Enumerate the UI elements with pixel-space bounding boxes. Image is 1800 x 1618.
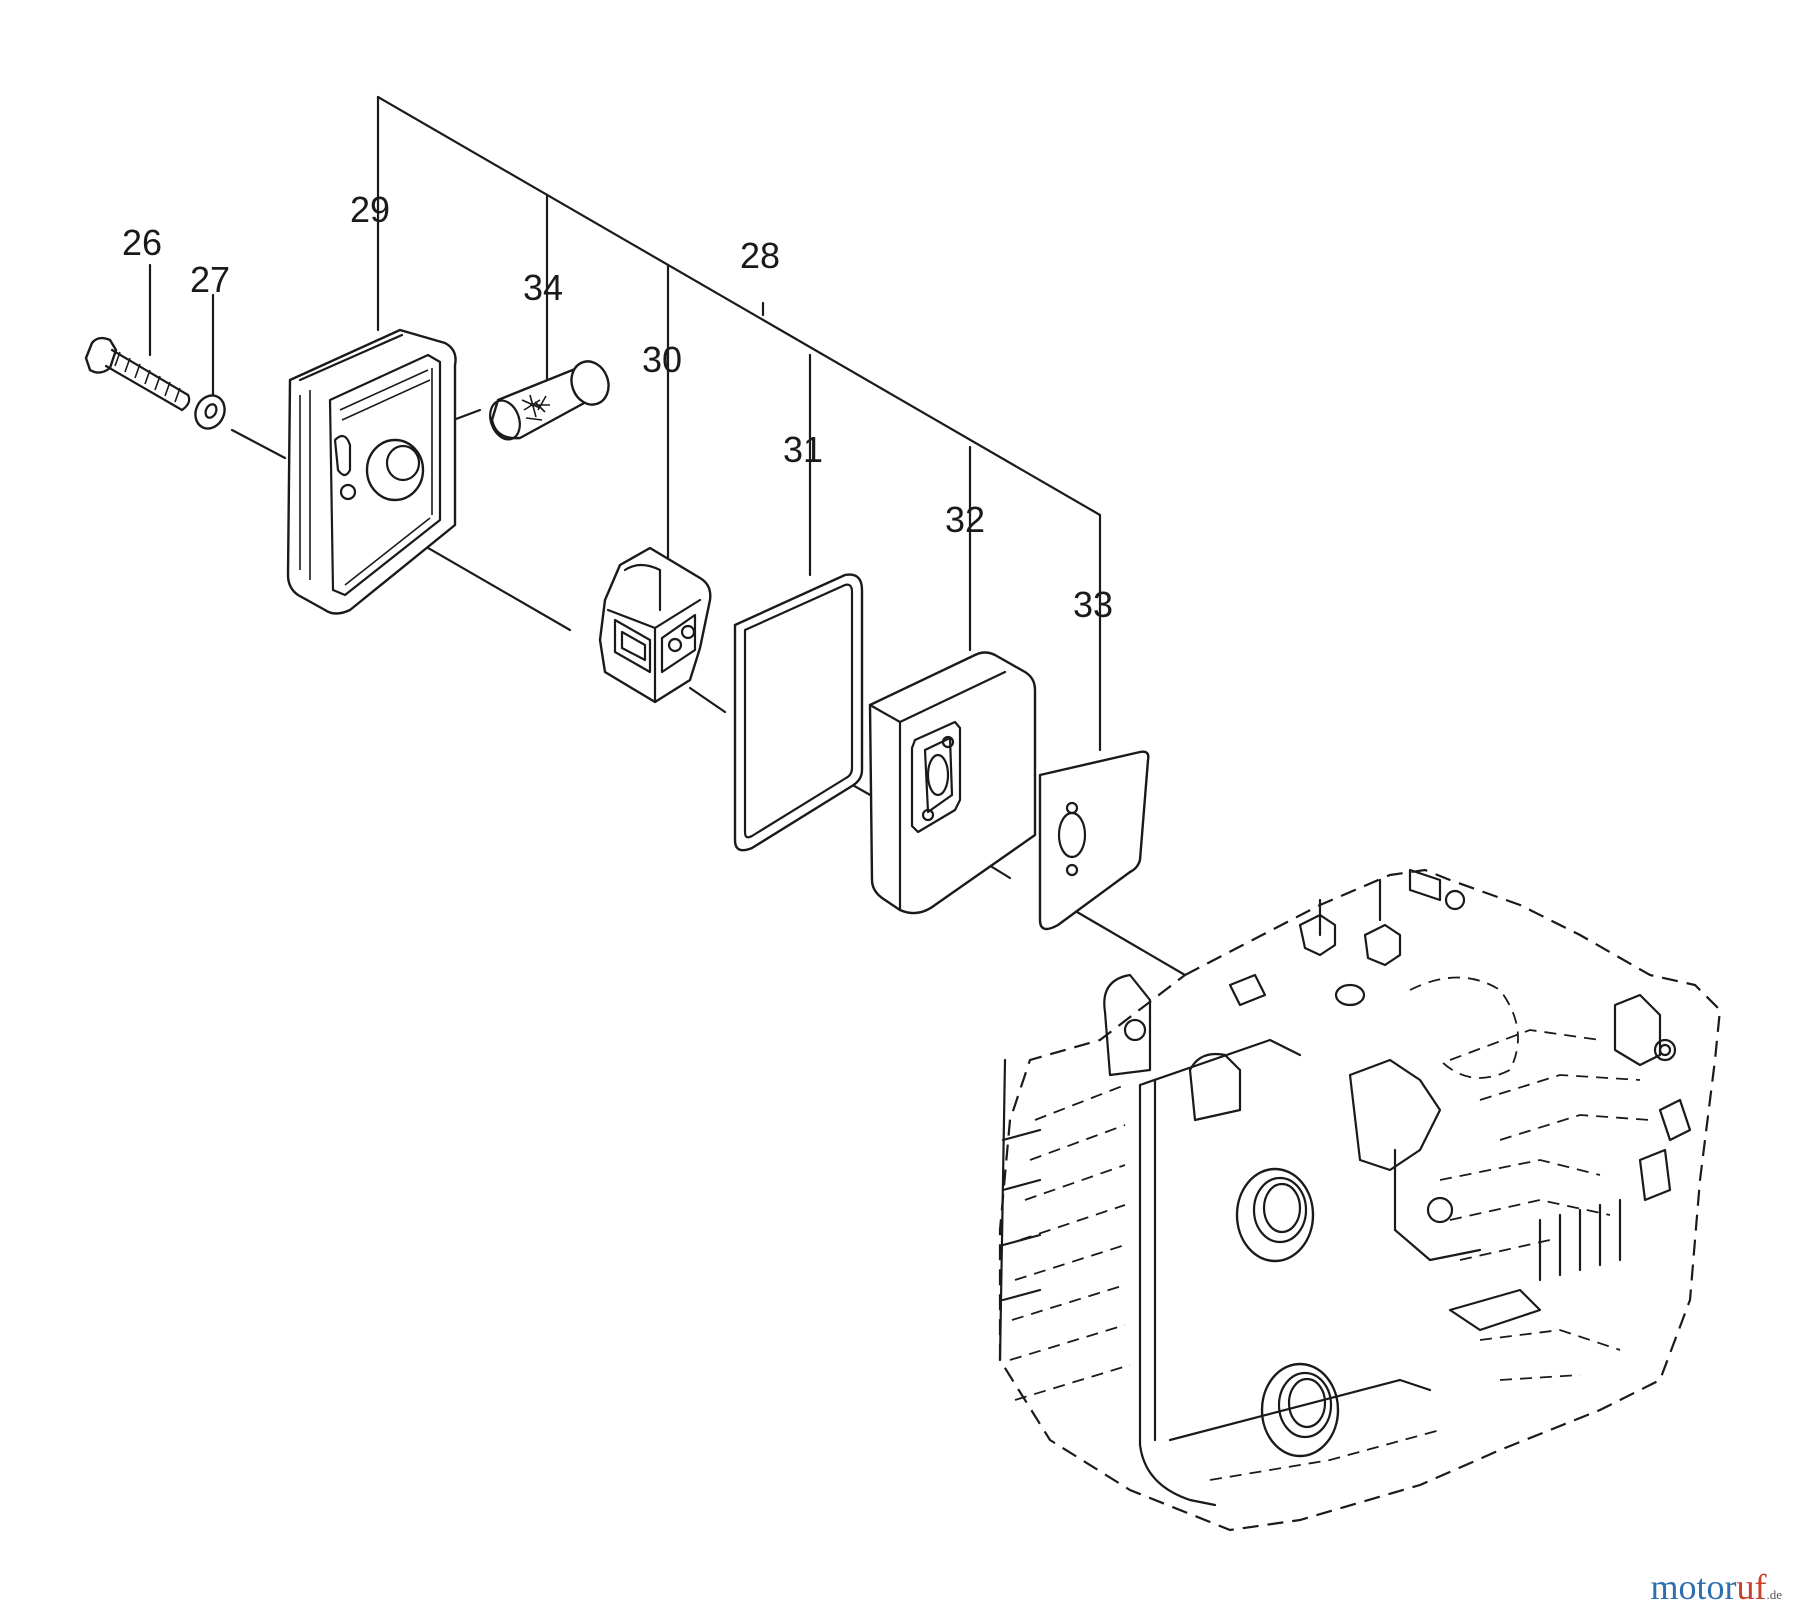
screw-26 [84, 336, 191, 412]
part-number-28: 28 [740, 235, 780, 276]
part-number-27: 27 [190, 259, 230, 300]
part-number-30: 30 [642, 339, 682, 380]
part-number-26: 26 [122, 222, 162, 263]
part-number-34: 34 [523, 267, 563, 308]
watermark-brand-b: uf [1736, 1567, 1767, 1607]
gasket-31 [733, 573, 864, 852]
part-number-32: 32 [945, 499, 985, 540]
spark-screen-34 [489, 360, 610, 441]
deflector-30 [598, 546, 712, 704]
washer-27 [194, 394, 226, 430]
engine-housing [998, 868, 1722, 1532]
watermark-brand-a: motor [1650, 1567, 1737, 1607]
gasket-33 [1038, 750, 1150, 931]
watermark: motoruf.de [1650, 1566, 1782, 1608]
group-bracket-28 [376, 95, 1102, 752]
part-labels: 26 27 28 29 30 31 32 33 34 [122, 189, 1113, 625]
part-number-31: 31 [783, 429, 823, 470]
part-number-33: 33 [1073, 584, 1113, 625]
muffler-body-32 [868, 651, 1037, 915]
watermark-tld: .de [1766, 1587, 1782, 1602]
muffler-cover-29 [286, 328, 457, 615]
part-number-29: 29 [350, 189, 390, 230]
